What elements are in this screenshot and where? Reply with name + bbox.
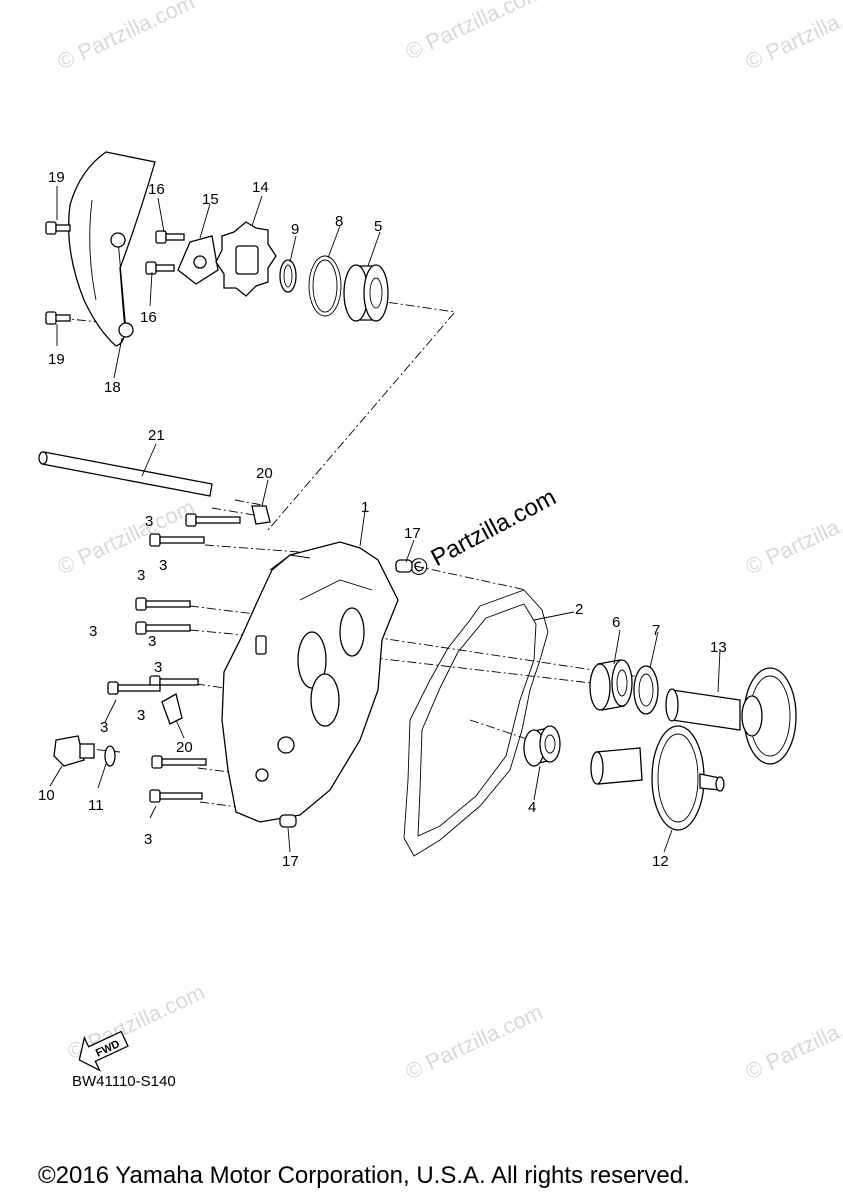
gear-shaft-part-13	[665, 667, 797, 765]
washer-part-11	[104, 745, 116, 767]
callout-label: 11	[88, 797, 104, 814]
watermark: © Partzilla.com	[402, 0, 547, 65]
rod-part-21	[38, 451, 213, 497]
bolt-part-16	[145, 230, 185, 275]
callout-label: 21	[148, 427, 165, 444]
bearing-part-4	[523, 725, 561, 767]
dowel-pin-part-17	[279, 559, 413, 828]
callout-label: 16	[148, 181, 165, 198]
crankcase-cover-part-1	[221, 541, 399, 823]
callout-label: 19	[48, 351, 65, 368]
sprocket-cover-part-18	[67, 151, 156, 347]
diagram-reference-code: BW41110-S140	[72, 1073, 176, 1090]
callout-label: 20	[176, 739, 193, 756]
watermark-prominent: © Partzilla.com	[405, 484, 560, 584]
watermark: © Partzilla.com	[402, 999, 547, 1084]
callout-label: 18	[104, 379, 121, 396]
leader-lines	[49, 186, 721, 853]
callout-label: 3	[159, 557, 167, 574]
drain-plug-part-10	[53, 735, 95, 767]
watermark: © Partzilla.com	[742, 494, 843, 579]
callout-label: 17	[404, 525, 421, 542]
bolt-part-3	[107, 513, 241, 803]
callout-label: 3	[148, 633, 156, 650]
callout-label: 3	[137, 567, 145, 584]
circlip-part-9	[279, 259, 297, 293]
watermark: © Partzilla.com	[742, 999, 843, 1084]
callout-label: 3	[137, 707, 145, 724]
callout-label: 8	[335, 213, 343, 230]
gear-shaft-part-12	[590, 725, 725, 831]
callout-label: 10	[38, 787, 55, 804]
drive-sprocket-part-14	[215, 221, 277, 297]
callout-label: 20	[256, 465, 273, 482]
callout-label: 2	[575, 601, 583, 618]
callout-label: 7	[652, 622, 660, 639]
callout-label: 9	[291, 221, 299, 238]
callout-label: 1	[361, 499, 369, 516]
callout-label: 19	[48, 169, 65, 186]
clip-part-20	[161, 505, 271, 725]
needle-bearing-part-6	[589, 659, 633, 711]
callout-label: 15	[202, 191, 219, 208]
bolt-part-19	[45, 221, 71, 325]
callout-label: 3	[144, 831, 152, 848]
callout-numbers: 19 16 15 14 9 8 5 16 19 18 21 20 3 1 17 …	[38, 169, 727, 870]
callout-label: 3	[89, 623, 97, 640]
callout-label: 6	[612, 614, 620, 631]
snap-ring-part-8	[308, 255, 342, 317]
gasket-part-2	[403, 589, 549, 857]
callout-label: 4	[528, 799, 536, 816]
callout-label: 3	[100, 719, 108, 736]
callout-label: 14	[252, 179, 269, 196]
copyright-notice: ©2016 Yamaha Motor Corporation, U.S.A. A…	[38, 1162, 690, 1189]
bearing-part-5	[343, 264, 389, 322]
watermark: © Partzilla.com	[54, 0, 199, 75]
callout-label: 5	[374, 218, 382, 235]
lock-plate-part-15	[177, 235, 219, 285]
callout-label: 12	[652, 853, 669, 870]
oil-seal-part-7	[633, 665, 659, 715]
callout-label: 17	[282, 853, 299, 870]
callout-label: 3	[154, 659, 162, 676]
callout-label: 3	[145, 513, 153, 530]
watermark: © Partzilla.com	[742, 0, 843, 75]
callout-label: 13	[710, 639, 727, 656]
callout-label: 16	[140, 309, 157, 326]
